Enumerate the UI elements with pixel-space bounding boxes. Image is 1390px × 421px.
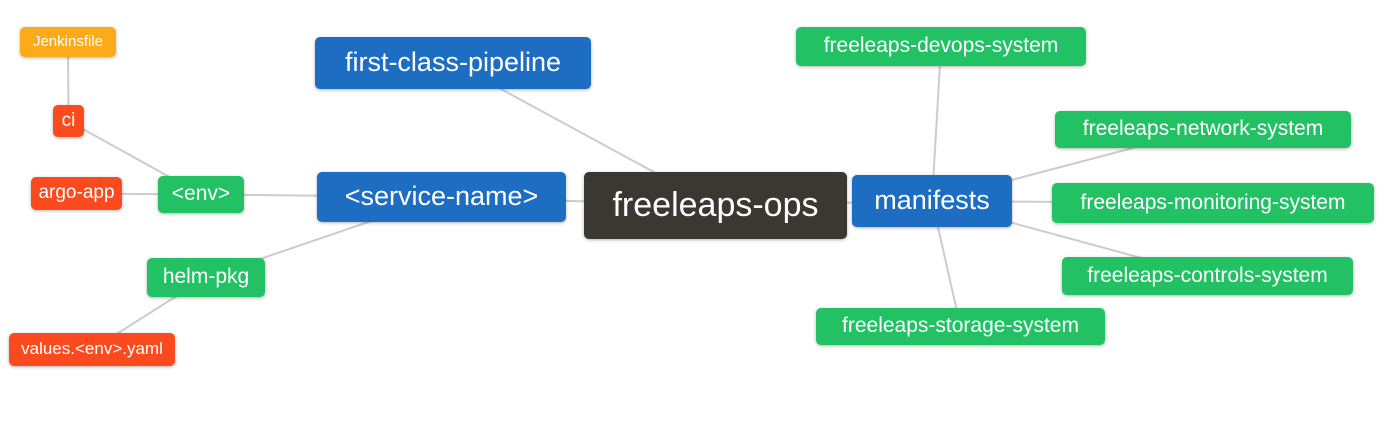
mindmap-node-jenkinsfile[interactable]: Jenkinsfile: [20, 27, 116, 57]
mindmap-node-network-system[interactable]: freeleaps-network-system: [1055, 111, 1351, 148]
mindmap-node-label: freeleaps-controls-system: [1087, 263, 1328, 287]
mindmap-node-controls-system[interactable]: freeleaps-controls-system: [1062, 257, 1353, 295]
mindmap-node-values-env-yaml[interactable]: values.<env>.yaml: [9, 333, 175, 366]
mindmap-node-label: <service-name>: [344, 180, 539, 211]
mindmap-node-devops-system[interactable]: freeleaps-devops-system: [796, 27, 1086, 66]
mindmap-node-label: helm-pkg: [162, 265, 250, 288]
mindmap-node-label: ci: [61, 109, 76, 131]
mindmap-node-env[interactable]: <env>: [158, 176, 244, 213]
mindmap-node-helm-pkg[interactable]: helm-pkg: [147, 258, 265, 297]
mindmap-node-label: manifests: [874, 184, 990, 215]
mindmap-node-service-name[interactable]: <service-name>: [317, 172, 566, 222]
mindmap-node-monitoring-system[interactable]: freeleaps-monitoring-system: [1052, 183, 1374, 223]
mindmap-node-label: freeleaps-storage-system: [842, 314, 1079, 337]
mindmap-node-label: values.<env>.yaml: [21, 339, 163, 358]
mindmap-node-freeleaps-ops[interactable]: freeleaps-ops: [584, 172, 847, 239]
mindmap-node-first-class-pipeline[interactable]: first-class-pipeline: [315, 37, 591, 89]
mindmap-node-label: freeleaps-ops: [612, 185, 819, 224]
mindmap-node-label: argo-app: [38, 182, 115, 203]
mindmap-node-label: first-class-pipeline: [344, 46, 562, 77]
mindmap-node-label: <env>: [171, 182, 231, 205]
mindmap-node-manifests[interactable]: manifests: [852, 175, 1012, 227]
mindmap-node-ci[interactable]: ci: [53, 105, 84, 137]
mindmap-node-label: freeleaps-network-system: [1082, 117, 1324, 140]
mindmap-node-argo-app[interactable]: argo-app: [31, 177, 122, 210]
mindmap-node-label: Jenkinsfile: [32, 32, 104, 50]
mindmap-node-storage-system[interactable]: freeleaps-storage-system: [816, 308, 1105, 345]
mindmap-node-label: freeleaps-devops-system: [823, 34, 1059, 57]
mindmap-node-label: freeleaps-monitoring-system: [1080, 190, 1346, 214]
